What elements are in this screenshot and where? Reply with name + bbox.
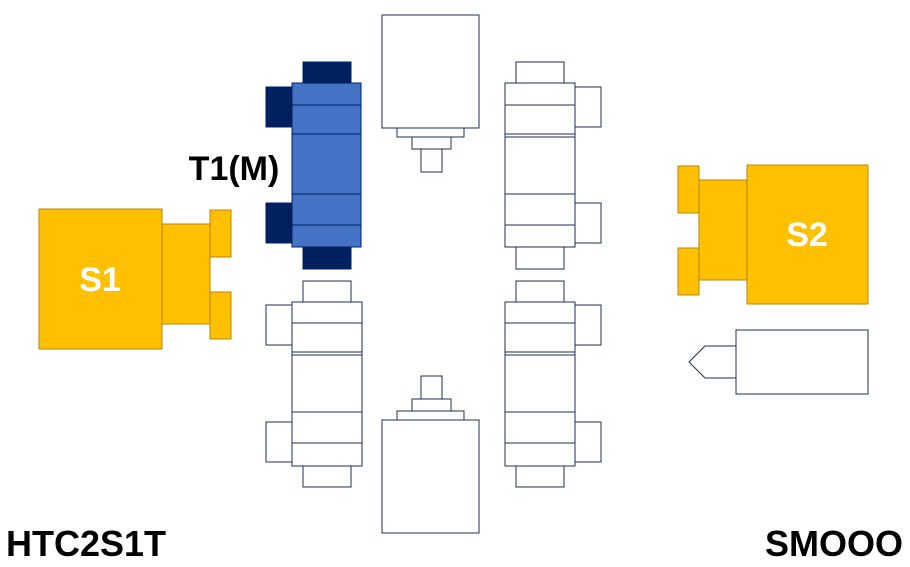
turret-lower-left: [265, 280, 363, 488]
spindle-s1-label: S1: [79, 261, 121, 299]
spindle-s1: S1: [38, 208, 232, 350]
turret-t1-label: T1(M): [189, 150, 280, 188]
turret-upper-right-cap-top: [515, 61, 565, 85]
turret-lower-right-cap-bottom: [515, 464, 565, 488]
tailstock: [688, 329, 869, 395]
turret-lower-right-lug-top: [574, 304, 602, 346]
turret-lower-left-lug-bottom: [265, 421, 293, 463]
spindle-s1-neck: [161, 223, 211, 325]
spindle-s2-jaw-bottom: [677, 247, 700, 296]
turret-lower-left-segment-lines: [292, 322, 362, 444]
turret-lower-left-lug-top: [265, 304, 293, 346]
machine-code-right: SMOOO: [765, 523, 903, 564]
turret-t1-segment-lines: [292, 104, 361, 226]
turret-lower-right-cap-top: [515, 280, 565, 304]
tool-head-top-tip: [420, 148, 443, 173]
tool-head-bottom-body: [381, 419, 480, 534]
spindle-s2-label: S2: [786, 216, 828, 254]
turret-upper-right: [504, 61, 602, 270]
tailstock-center-point: [688, 345, 737, 379]
tool-head-bottom-collar: [411, 398, 452, 412]
tool-head-top-body: [381, 14, 480, 129]
tool-head-top: [381, 14, 480, 173]
turret-lower-right-body: [504, 301, 576, 467]
turret-lower-left-body: [291, 301, 363, 467]
tool-head-top-collar: [411, 136, 452, 150]
spindle-s1-jaw-bottom: [209, 291, 232, 340]
machine-code-left: HTC2S1T: [6, 523, 166, 564]
turret-upper-right-cap-bottom: [515, 246, 565, 270]
tailstock-body: [735, 329, 869, 395]
turret-t1-lug-top: [265, 86, 293, 128]
turret-t1-body: [291, 82, 362, 248]
turret-upper-right-lug-bottom: [574, 202, 602, 244]
tool-head-bottom-tip: [420, 375, 443, 400]
spindle-s1-body: [38, 208, 163, 350]
tool-head-top-flange: [396, 127, 465, 138]
turret-lower-left-cap-top: [302, 280, 352, 304]
spindle-s2-jaw-top: [677, 165, 700, 214]
spindle-s2: S2: [677, 164, 869, 305]
tool-head-bottom-flange: [396, 410, 465, 421]
tool-head-bottom: [381, 375, 480, 534]
turret-upper-right-body: [504, 82, 576, 248]
turret-t1-lug-bottom: [265, 202, 293, 244]
turret-upper-right-segment-lines: [505, 104, 575, 226]
turret-upper-right-lug-top: [574, 86, 602, 128]
turret-t1-cap-top: [302, 61, 352, 85]
turret-lower-right-lug-bottom: [574, 421, 602, 463]
turret-t1-active: T1(M): [189, 61, 362, 270]
turret-t1-cap-bottom: [302, 246, 352, 270]
turret-lower-right: [504, 280, 602, 488]
spindle-s2-body: [746, 164, 869, 305]
spindle-s2-neck: [698, 179, 748, 281]
spindle-s1-jaw-top: [209, 209, 232, 258]
turret-lower-left-cap-bottom: [302, 464, 352, 488]
turret-lower-right-segment-lines: [505, 322, 575, 444]
